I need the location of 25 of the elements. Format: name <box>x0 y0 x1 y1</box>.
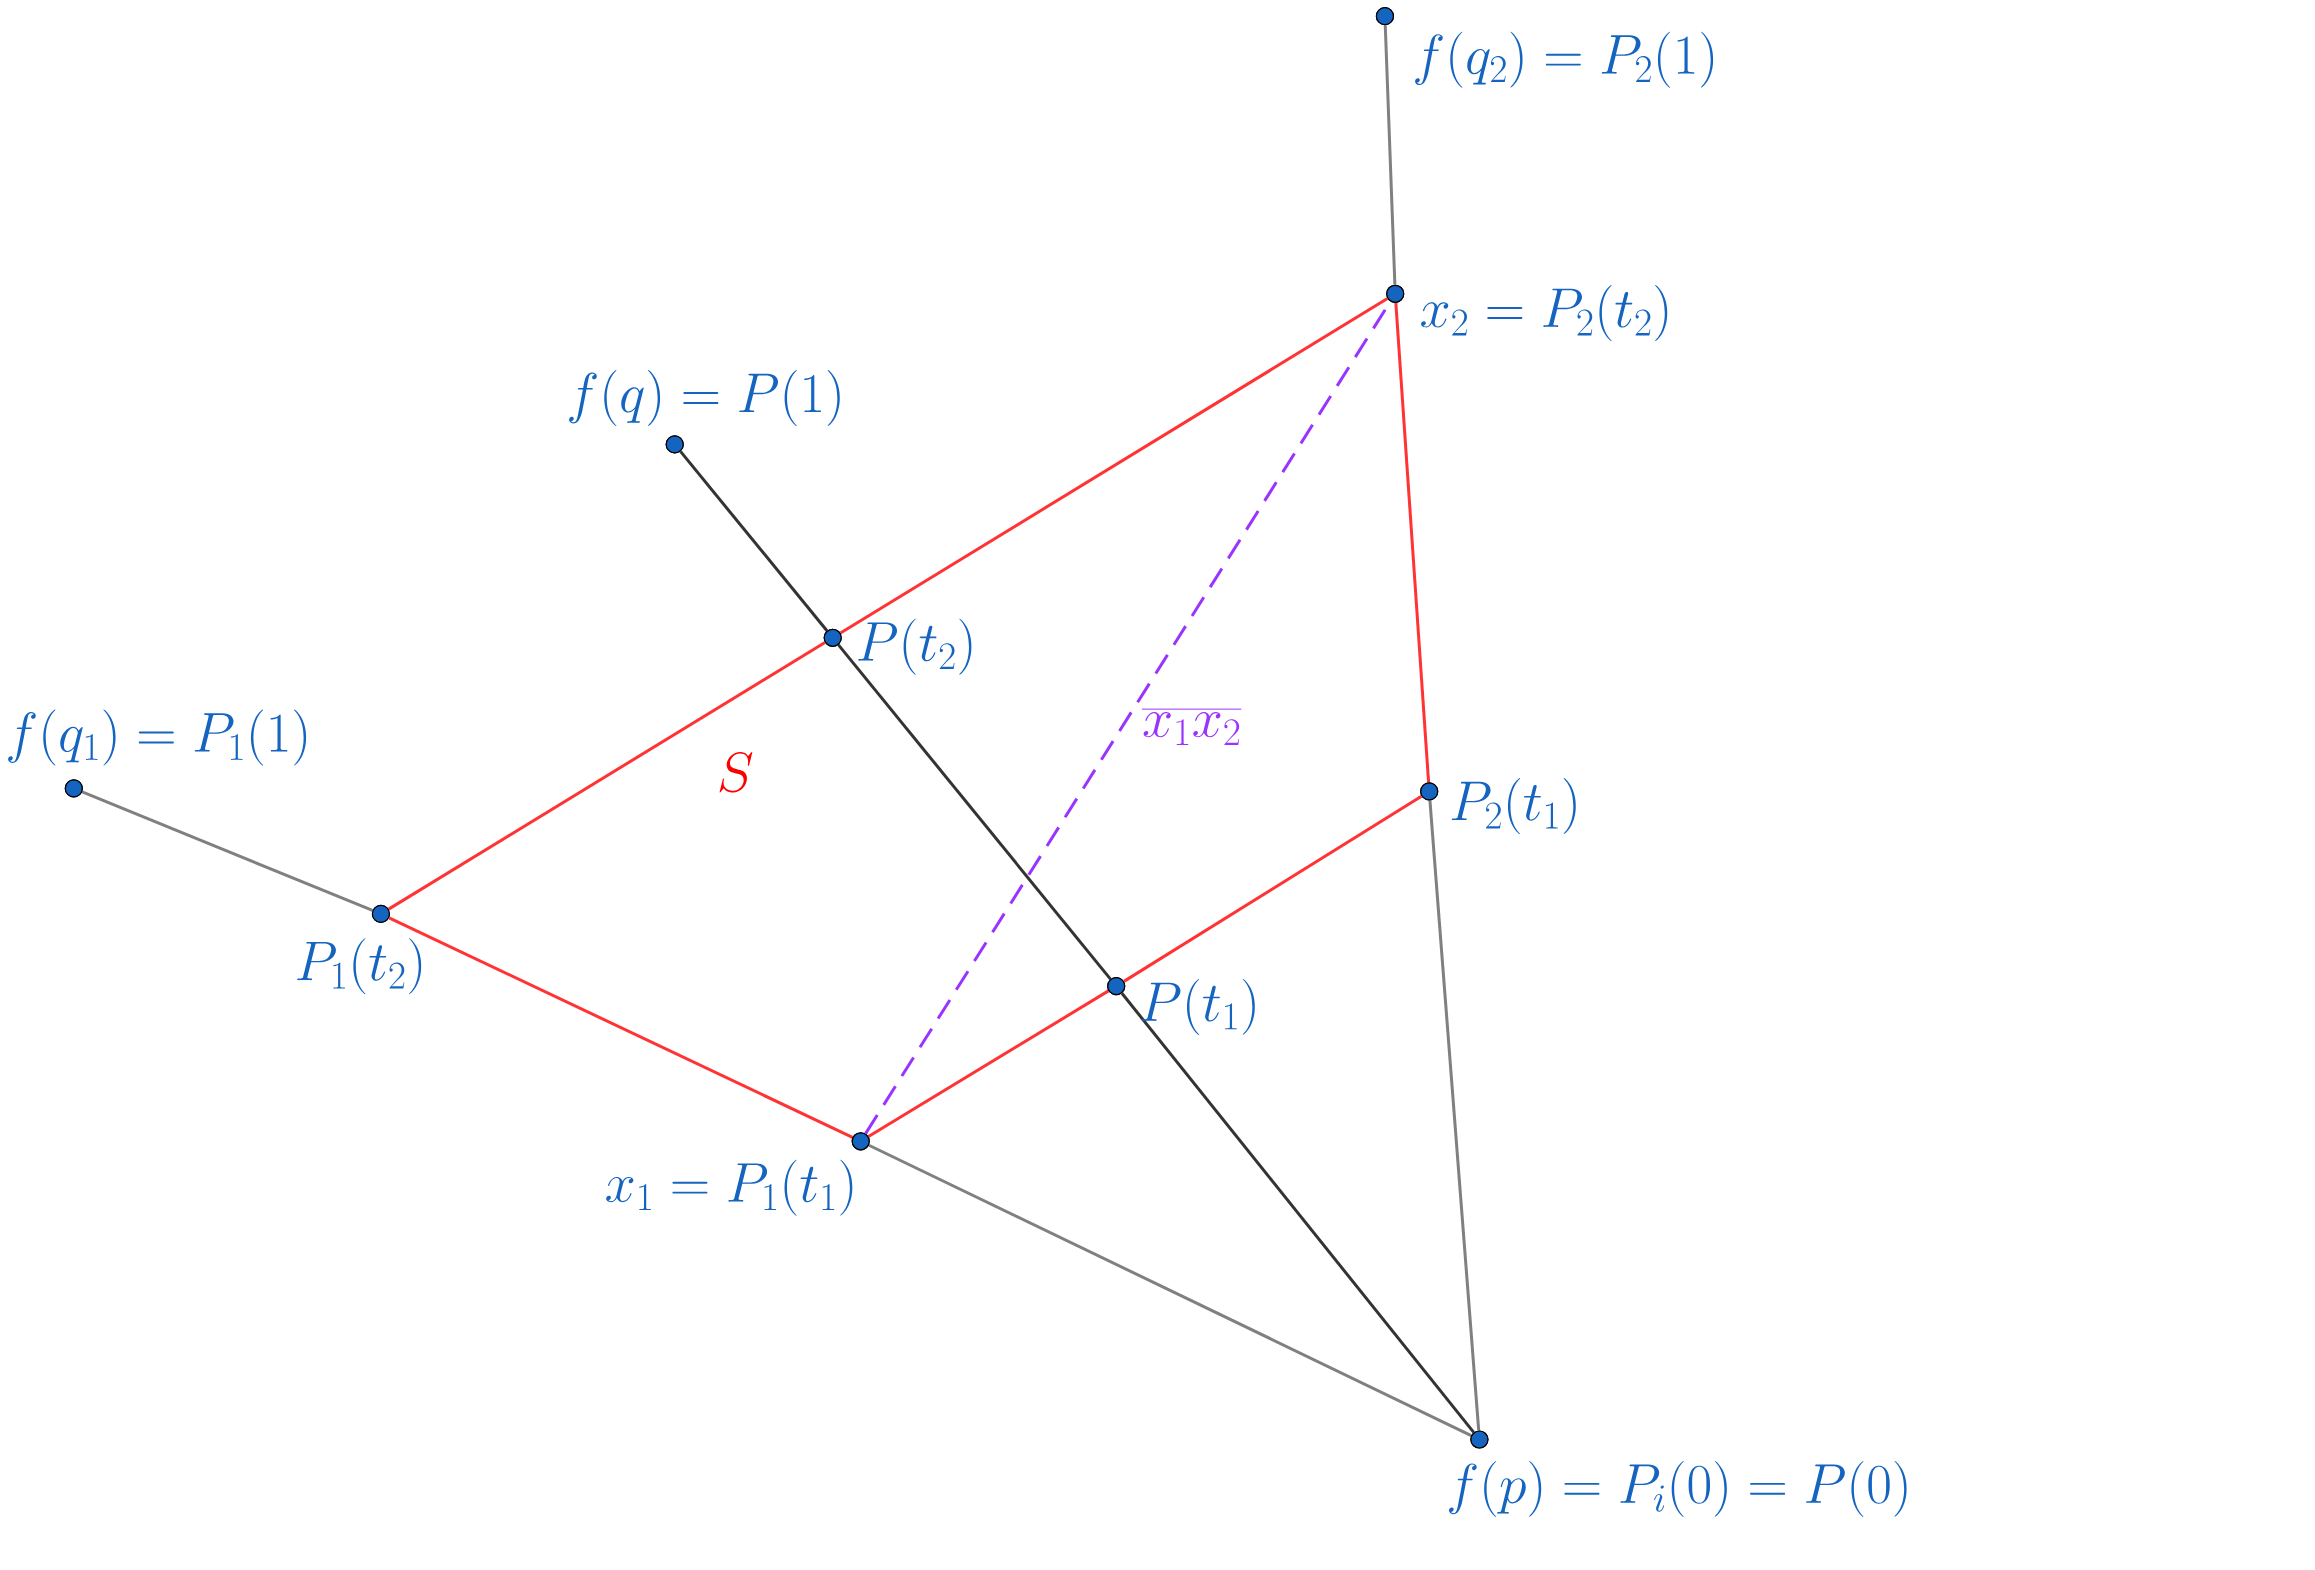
line-segment <box>1394 302 1431 783</box>
line-segment <box>868 1143 1472 1437</box>
line-segment <box>1383 25 1397 285</box>
surface-label: $S$ <box>719 751 753 793</box>
point-label: $P(t_2)$ <box>858 618 972 675</box>
point-label: $f(q) = P(1)$ <box>569 370 840 427</box>
point-label: $f(q_2) = P_2(1)$ <box>1415 31 1714 88</box>
point-label: $x_1 = P_1(t_1)$ <box>606 1159 853 1216</box>
line-segment <box>839 297 1389 635</box>
line-segment <box>837 643 1112 981</box>
point-label: $f(q_1) = P_1(1)$ <box>8 709 307 766</box>
line-segment <box>1428 800 1481 1431</box>
point-label: $f(p) = P_i(0) = P(0)$ <box>1448 1460 1907 1517</box>
line-segment <box>1123 794 1423 983</box>
line-segment <box>1120 992 1475 1434</box>
line-segment <box>387 641 826 911</box>
line-segment <box>81 790 374 912</box>
point-label: $P_1(t_2)$ <box>297 938 422 995</box>
edge-label: $\overline{x_1x_2}$ <box>1140 705 1244 748</box>
line-segment <box>679 450 829 632</box>
line-segment <box>388 916 854 1139</box>
point-label: $x_2 = P_2(t_2)$ <box>1421 285 1668 341</box>
line-segment <box>867 989 1110 1138</box>
point-label: $P_2(t_1)$ <box>1451 778 1576 835</box>
point-label: $P(t_1)$ <box>1141 978 1255 1035</box>
